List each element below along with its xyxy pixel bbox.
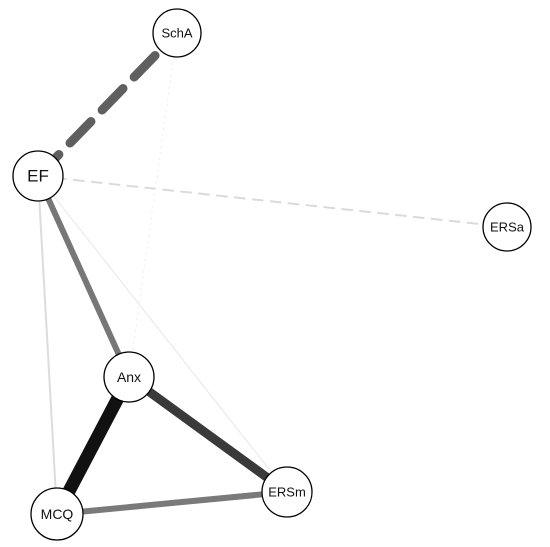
node-ef: EF — [12, 150, 64, 202]
node-ersm: ERSm — [261, 466, 313, 518]
edge-ef-ersa — [37, 175, 508, 228]
edges-layer — [33, 28, 508, 518]
edge-mcq-ersm — [56, 489, 288, 517]
node-scha-circle — [152, 8, 202, 58]
node-scha-label: SchA — [161, 26, 192, 41]
edge-ef-anx — [35, 174, 132, 379]
node-mcq-circle — [30, 487, 84, 541]
node-anx-label: Anx — [117, 369, 141, 385]
edge-anx-ersm — [126, 373, 290, 496]
edge-ef-scha — [33, 28, 182, 181]
node-ersa: ERSa — [482, 202, 532, 252]
edge-ef-mcq — [37, 175, 58, 515]
node-ersa-circle — [482, 202, 532, 252]
node-scha: SchA — [152, 8, 202, 58]
edge-scha-anx — [128, 32, 178, 378]
node-ersm-label: ERSm — [268, 485, 306, 500]
nodes-layer: SchA EF ERSa Anx MCQ ERSm — [12, 8, 532, 541]
node-ef-label: EF — [27, 167, 49, 186]
node-anx: Anx — [103, 351, 155, 403]
node-mcq: MCQ — [30, 487, 84, 541]
node-ef-circle — [12, 150, 64, 202]
node-anx-circle — [103, 351, 155, 403]
edge-ef-ersm — [37, 175, 288, 493]
node-mcq-label: MCQ — [41, 506, 74, 522]
node-ersa-label: ERSa — [490, 220, 525, 235]
node-ersm-circle — [261, 466, 313, 518]
